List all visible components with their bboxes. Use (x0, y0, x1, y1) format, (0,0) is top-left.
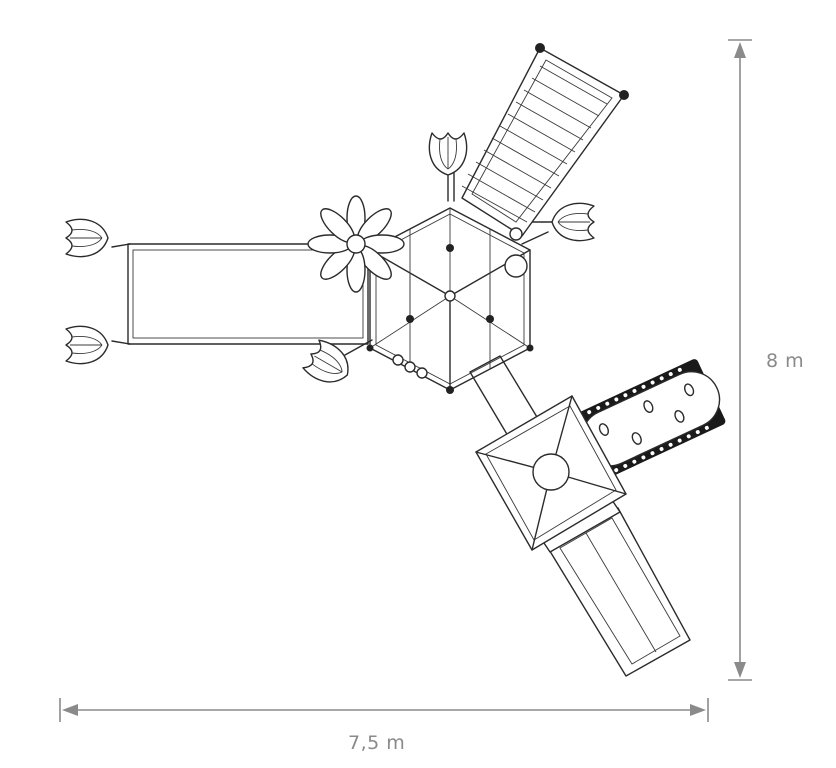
left-bridge (111, 243, 369, 345)
height-label: 8 m (766, 350, 804, 372)
slide (541, 499, 691, 677)
width-dimension (59, 698, 709, 722)
flower-decoration (307, 195, 405, 293)
height-dimension (728, 39, 752, 681)
tulip-decoration-4 (529, 202, 595, 242)
width-label: 7,5 m (348, 732, 405, 754)
hex-tower (366, 207, 534, 394)
tunnel-tube (570, 359, 726, 481)
roof-tower (475, 395, 627, 551)
ladder-net (461, 43, 629, 237)
tulip-decoration-1 (65, 218, 109, 258)
tulip-decoration-3 (428, 132, 468, 202)
tulip-decoration-2 (65, 325, 109, 365)
tulip-decoration-5 (302, 339, 349, 383)
